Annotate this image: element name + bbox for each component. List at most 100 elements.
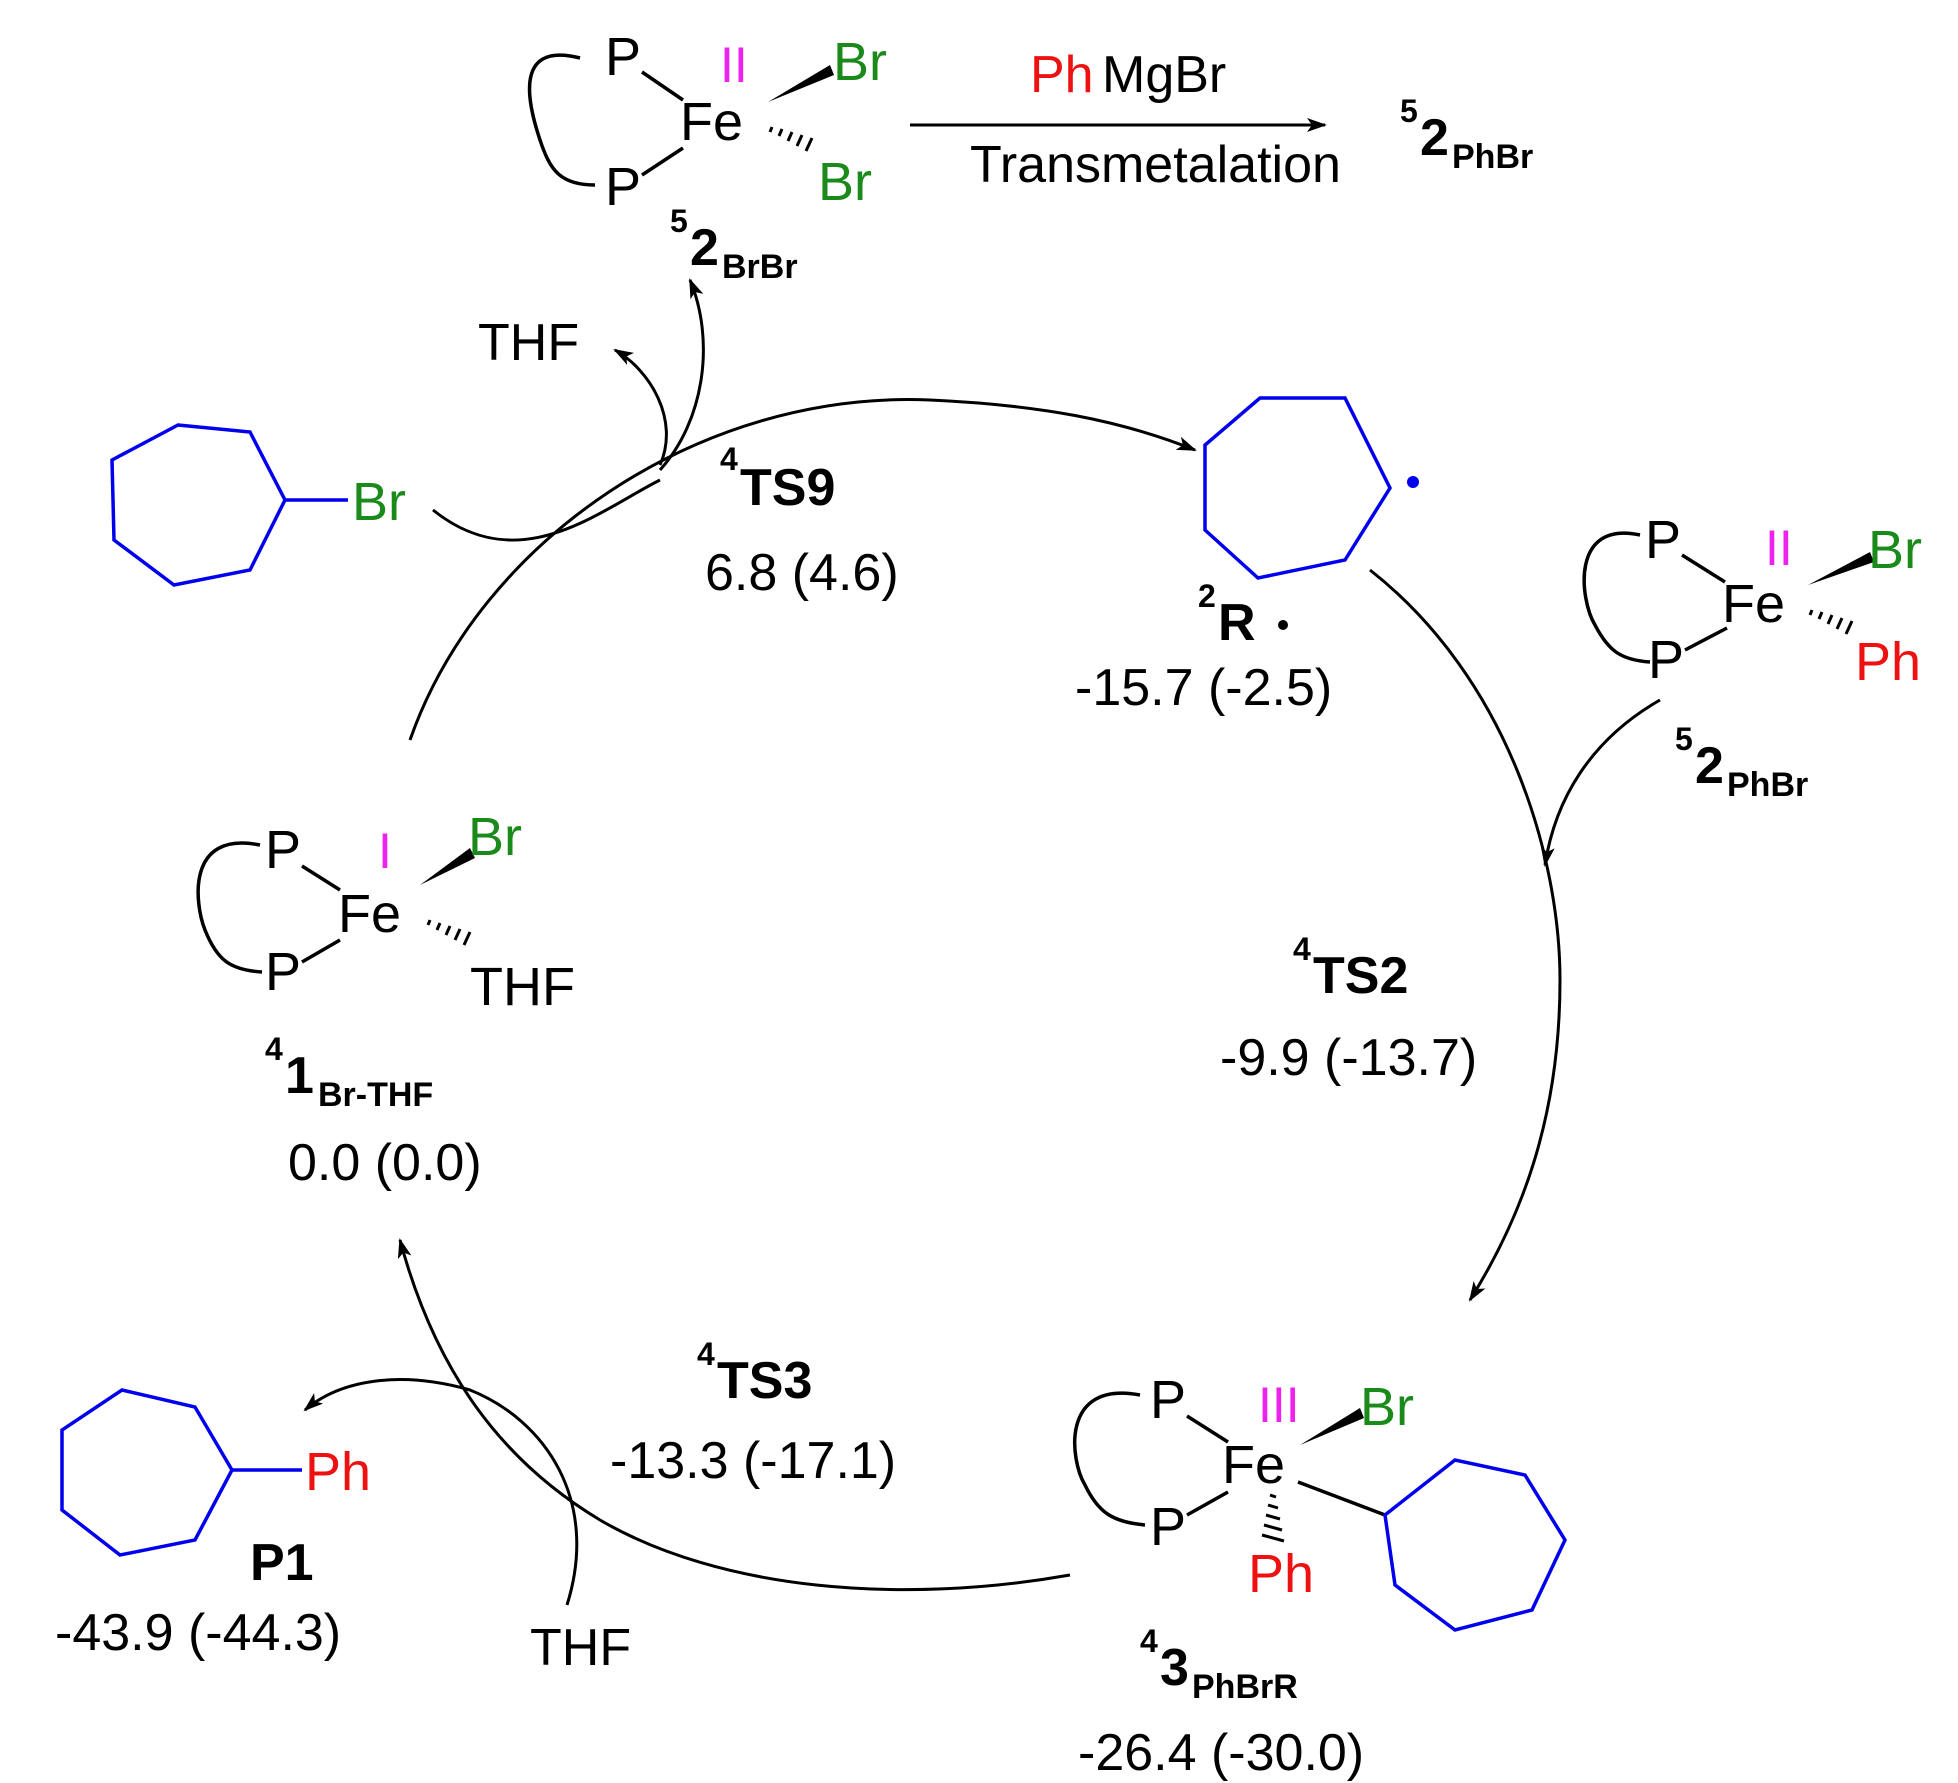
wedge-bond xyxy=(1300,1408,1364,1445)
p-fe-bond xyxy=(301,938,341,964)
wedge-bond xyxy=(768,65,834,102)
label-41BrTHF: 4 1 Br-THF 0.0 (0.0) xyxy=(265,1031,482,1192)
cycle-arc-ts9 xyxy=(408,398,1197,741)
p-fe-bond xyxy=(1186,1490,1229,1517)
energy-ts2: -9.9 (-13.7) xyxy=(1220,1029,1477,1087)
complex-fe3-phenyl-bromide-alkyl: P P Fe III Br Ph xyxy=(1072,1370,1567,1632)
cycloheptyl-bromide: Br xyxy=(110,423,406,587)
svg-text:2: 2 xyxy=(1198,578,1216,614)
diphosphine-backbone xyxy=(1072,1391,1146,1527)
thf-entering-label: THF xyxy=(530,1619,631,1677)
svg-text:4: 4 xyxy=(697,1336,715,1372)
svg-text:Br-THF: Br-THF xyxy=(318,1076,433,1114)
svg-text:4: 4 xyxy=(720,441,738,477)
phenyl-group: Ph xyxy=(1855,632,1921,692)
p-fe-bond xyxy=(1186,1414,1229,1444)
phenyl-group: Ph xyxy=(1248,1544,1314,1604)
label-43PhBrR: 4 3 PhBrR -26.4 (-30.0) xyxy=(1078,1623,1364,1782)
iron-atom: Fe xyxy=(1222,1435,1285,1495)
svg-text:4: 4 xyxy=(1293,931,1311,967)
svg-text:TS9: TS9 xyxy=(740,459,835,517)
phenyl-group: Ph xyxy=(305,1442,371,1502)
transmetalation-label: Transmetalation xyxy=(970,136,1341,194)
svg-text:3: 3 xyxy=(1160,1639,1189,1697)
label-p1: P1 -43.9 (-44.3) xyxy=(55,1534,341,1662)
thf-ligand: THF xyxy=(470,957,575,1017)
cycloheptane-ring xyxy=(1383,1458,1567,1632)
svg-text:5: 5 xyxy=(1675,721,1693,757)
phosphorus-atom-bottom: P xyxy=(605,157,641,217)
cycloheptyl-radical xyxy=(1203,396,1419,580)
substrate-entry-arrow xyxy=(432,478,661,542)
label-ts9: 4 TS9 6.8 (4.6) xyxy=(705,441,899,602)
label-radical: 2 R -15.7 (-2.5) xyxy=(1075,578,1332,717)
p-fe-bond xyxy=(641,70,684,102)
energy-p1: -43.9 (-44.3) xyxy=(55,1604,341,1662)
svg-text:BrBr: BrBr xyxy=(722,248,798,286)
svg-text:PhBr: PhBr xyxy=(1727,766,1808,804)
phosphorus-atom-bottom: P xyxy=(265,942,301,1002)
phosphorus-atom-bottom: P xyxy=(1150,1497,1186,1557)
oxidation-state-label: II xyxy=(720,37,748,93)
phosphorus-atom-top: P xyxy=(1645,510,1681,570)
cycle-arc-ts3 xyxy=(397,1238,1071,1592)
iron-atom: Fe xyxy=(338,884,401,944)
svg-text:TS3: TS3 xyxy=(717,1352,812,1410)
label-52BrBr: 5 2 BrBr xyxy=(670,203,798,286)
diphosphine-backbone xyxy=(527,53,596,187)
wedge-bond xyxy=(1808,552,1874,585)
hashed-bond xyxy=(426,919,472,946)
bromine-atom: Br xyxy=(1868,520,1922,580)
p-fe-bond xyxy=(301,864,341,892)
thf-release-arrow xyxy=(613,348,668,466)
bromine-atom: Br xyxy=(833,32,887,92)
energy-ts9: 6.8 (4.6) xyxy=(705,544,899,602)
complex-fe2-phenyl-bromide: P P Fe II Br Ph xyxy=(1582,510,1922,692)
energy-radical: -15.7 (-2.5) xyxy=(1075,659,1332,717)
hashed-bond xyxy=(1261,1493,1285,1543)
energy-41BrTHF: 0.0 (0.0) xyxy=(288,1134,482,1192)
svg-text:R: R xyxy=(1218,594,1256,652)
svg-text:4: 4 xyxy=(265,1031,283,1067)
wedge-bond xyxy=(420,848,475,885)
label-52PhBr: 5 2 PhBr xyxy=(1675,721,1808,804)
fe-alkyl-bond xyxy=(1297,1480,1386,1517)
svg-text:2: 2 xyxy=(690,219,719,277)
complex-fe2-dibromide: P P Fe II Br Br xyxy=(527,27,887,217)
svg-text:2: 2 xyxy=(1695,737,1724,795)
product-phenylcycloheptane: Ph xyxy=(60,1388,371,1557)
phosphorus-atom-top: P xyxy=(265,820,301,880)
label-ts3: 4 TS3 -13.3 (-17.1) xyxy=(610,1336,896,1490)
oxidation-state-label: II xyxy=(1765,520,1793,576)
cycloheptane-ring xyxy=(1203,396,1393,580)
diphosphine-backbone xyxy=(1582,531,1651,664)
phosphorus-atom-top: P xyxy=(605,27,641,87)
bromine-atom: Br xyxy=(818,152,872,212)
energy-43PhBrR: -26.4 (-30.0) xyxy=(1078,1724,1364,1782)
svg-text:TS2: TS2 xyxy=(1313,947,1408,1005)
label-ts2: 4 TS2 -9.9 (-13.7) xyxy=(1220,931,1477,1087)
bromine-atom: Br xyxy=(468,807,522,867)
radical-dot-label xyxy=(1278,620,1288,630)
bromine-atom: Br xyxy=(352,472,406,532)
cycloheptane-ring xyxy=(110,423,287,587)
p-fe-bond xyxy=(641,146,684,177)
thf-released-label: THF xyxy=(478,314,579,372)
p-fe-bond xyxy=(1681,553,1726,584)
cycloheptane-ring xyxy=(60,1388,235,1557)
cycle-arc-ts2 xyxy=(1369,568,1562,1302)
iron-atom: Fe xyxy=(1722,574,1785,634)
radical-dot xyxy=(1407,476,1419,488)
diphosphine-backbone xyxy=(196,841,263,974)
svg-text:5: 5 xyxy=(670,203,688,239)
phosphorus-atom-bottom: P xyxy=(1648,630,1684,690)
energy-ts3: -13.3 (-17.1) xyxy=(610,1432,896,1490)
transmetalation-step: Ph MgBr Transmetalation 5 2 PhBr xyxy=(910,46,1533,194)
mgbr-reagent-part: MgBr xyxy=(1102,46,1226,104)
svg-text:5: 5 xyxy=(1400,93,1418,129)
product-release-arrow xyxy=(303,1378,579,1606)
hashed-bond xyxy=(1808,609,1854,635)
svg-text:P1: P1 xyxy=(250,1534,314,1592)
phosphorus-atom-top: P xyxy=(1150,1370,1186,1430)
